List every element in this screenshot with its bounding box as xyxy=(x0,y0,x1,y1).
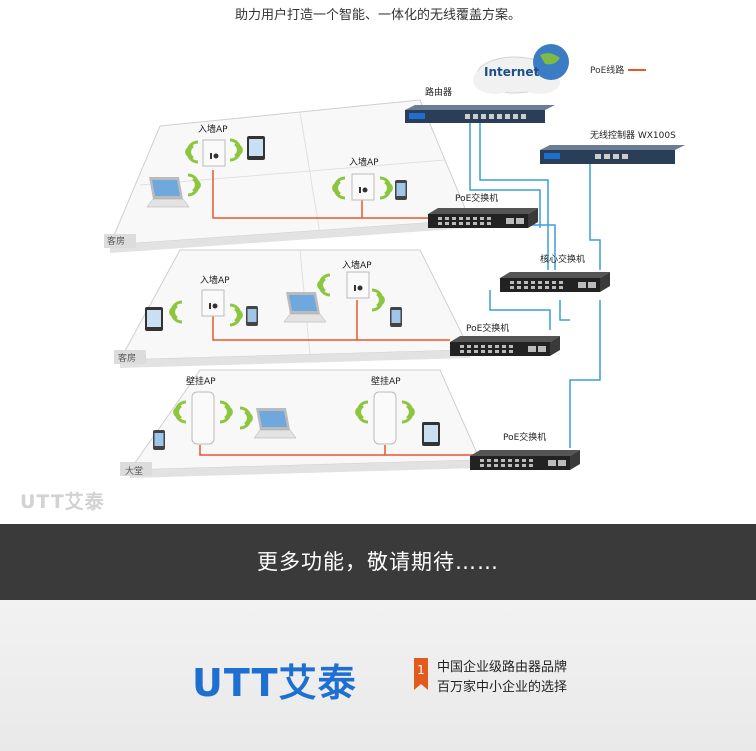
wireless-controller xyxy=(540,145,685,164)
internet-label: Internet xyxy=(484,65,539,79)
legend-label: PoE线路 xyxy=(590,64,624,76)
wall-ap-3 xyxy=(201,289,225,317)
wall-mount-ap-1 xyxy=(191,391,215,445)
network-lines xyxy=(469,118,601,448)
wall-ap-label-2: 入墙AP xyxy=(349,156,379,168)
floor-plate-1 xyxy=(104,99,471,253)
phone-icon xyxy=(246,306,258,326)
wall-mount-ap-label-1: 壁挂AP xyxy=(186,375,216,387)
wall-ap-4 xyxy=(346,271,370,299)
footer-logo: UTT艾泰 xyxy=(192,661,357,705)
poe-switch-floor1 xyxy=(428,208,538,228)
controller-label: 无线控制器 WX100S xyxy=(590,129,676,141)
watermark-logo: UTT艾泰 xyxy=(20,491,105,513)
wall-ap-label-3: 入墙AP xyxy=(200,274,230,286)
poe-switch-label-1: PoE交换机 xyxy=(455,192,498,204)
internet-cloud: Internet xyxy=(473,44,569,94)
phone-icon xyxy=(153,430,165,450)
wall-mount-ap-label-2: 壁挂AP xyxy=(371,375,401,387)
coming-soon-banner: 更多功能，敬请期待…… xyxy=(0,524,756,600)
footer: UTT艾泰 1 中国企业级路由器品牌 百万家中小企业的选择 xyxy=(0,600,756,751)
wall-ap-1 xyxy=(202,139,226,167)
network-diagram: Internet PoE线路 路由器 无线控制器 WX100S 核心交换机 Po… xyxy=(104,44,685,478)
tablet-icon xyxy=(422,422,440,446)
rank-badge-icon: 1 xyxy=(414,658,428,690)
poe-switch-label-2: PoE交换机 xyxy=(466,322,509,334)
footer-slogan-2: 百万家中小企业的选择 xyxy=(437,680,568,695)
router xyxy=(405,105,555,123)
router-label: 路由器 xyxy=(425,86,452,98)
wall-ap-2 xyxy=(351,173,375,201)
phone-icon xyxy=(390,307,402,327)
poe-switch-floor3 xyxy=(470,450,580,470)
wall-ap-label-1: 入墙AP xyxy=(198,123,228,135)
poe-switch-label-3: PoE交换机 xyxy=(503,431,546,443)
footer-slogan-1: 中国企业级路由器品牌 xyxy=(437,660,568,675)
core-switch xyxy=(500,272,610,292)
floor-label-2: 客房 xyxy=(118,352,136,364)
wall-ap-label-4: 入墙AP xyxy=(342,259,372,271)
core-switch-label: 核心交换机 xyxy=(540,253,585,265)
floor-label-1: 客房 xyxy=(107,235,125,247)
tablet-icon xyxy=(145,307,163,331)
floor-label-3: 大堂 xyxy=(125,465,143,477)
wall-mount-ap-2 xyxy=(373,391,397,445)
tablet-icon xyxy=(247,136,265,160)
phone-icon xyxy=(395,180,407,200)
poe-switch-floor2 xyxy=(450,336,560,356)
poe-lines xyxy=(199,170,475,456)
page-tagline: 助力用户打造一个智能、一体化的无线覆盖方案。 xyxy=(234,8,521,23)
